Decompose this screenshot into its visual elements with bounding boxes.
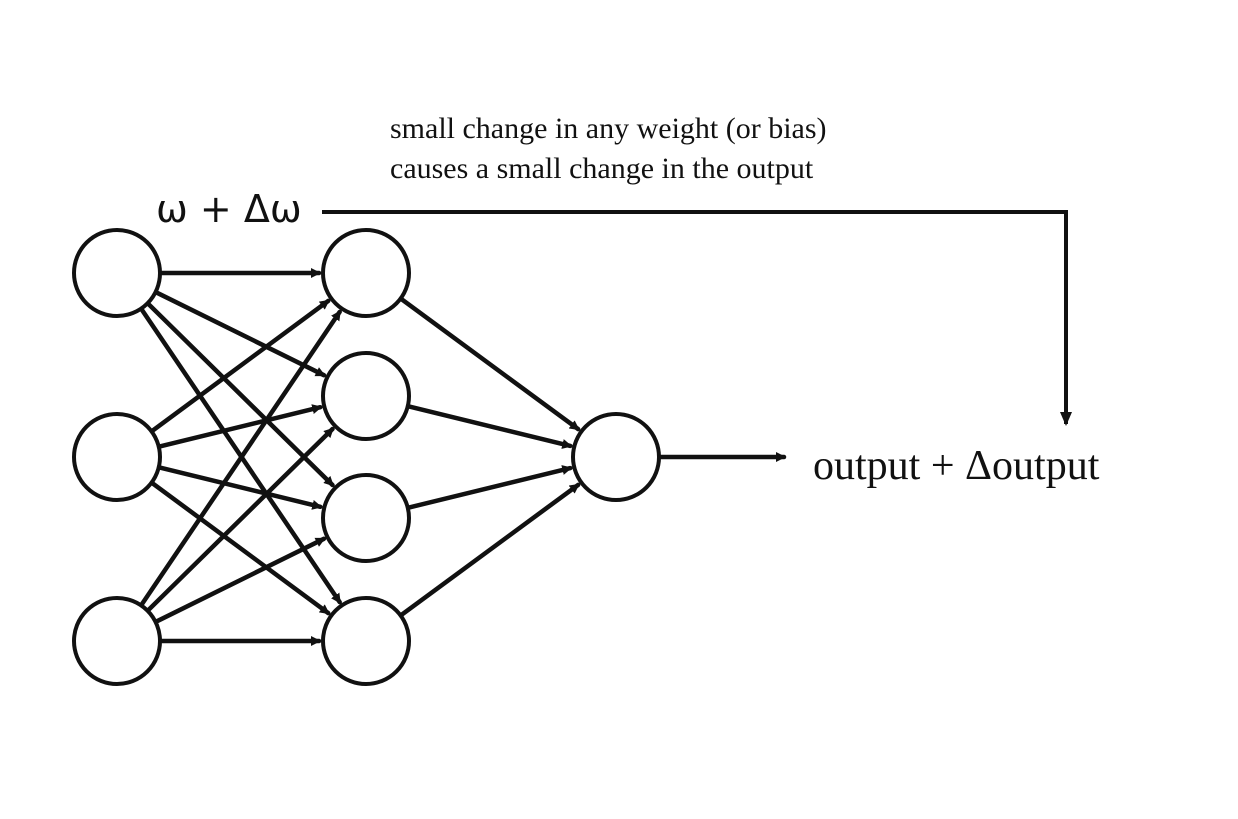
edge-hidden-2-to-output-0 [403,465,573,511]
network-neurons [72,228,661,686]
caption-line-2: causes a small change in the output [390,152,814,185]
output-neuron-1 [571,412,661,502]
hidden-neuron-1 [321,228,411,318]
weight-change-label: ω + Δω [156,187,302,231]
caption-line-1: small change in any weight (or bias) [390,112,827,145]
edge-input-1-to-hidden-0 [147,298,331,435]
edge-input-2-to-hidden-1 [143,426,335,615]
hidden-neuron-3 [321,473,411,563]
hidden-neuron-2 [321,351,411,441]
callout-connector [322,210,1072,426]
input-neuron-2 [72,412,162,502]
input-neuron-1 [72,228,162,318]
edge-input-1-to-hidden-3 [147,479,331,616]
edge-input-2-to-hidden-2 [151,536,327,626]
hidden-neuron-4 [321,596,411,686]
edge-input-2-to-hidden-0 [137,309,342,610]
edge-hidden-0-to-output-0 [396,295,581,432]
edge-input-1-to-hidden-2 [154,464,323,510]
edge-input-1-to-hidden-1 [154,404,323,450]
edge-hidden-3-to-output-0 [396,482,581,619]
input-neuron-3 [72,596,162,686]
network-edges [137,268,581,646]
output-change-label: output + Δoutput [813,443,1100,489]
edge-input-0-to-hidden-1 [151,288,327,378]
edge-hidden-1-to-output-0 [403,403,573,449]
edge-input-0-to-hidden-3 [137,304,342,605]
edge-input-0-to-hidden-2 [143,299,335,488]
